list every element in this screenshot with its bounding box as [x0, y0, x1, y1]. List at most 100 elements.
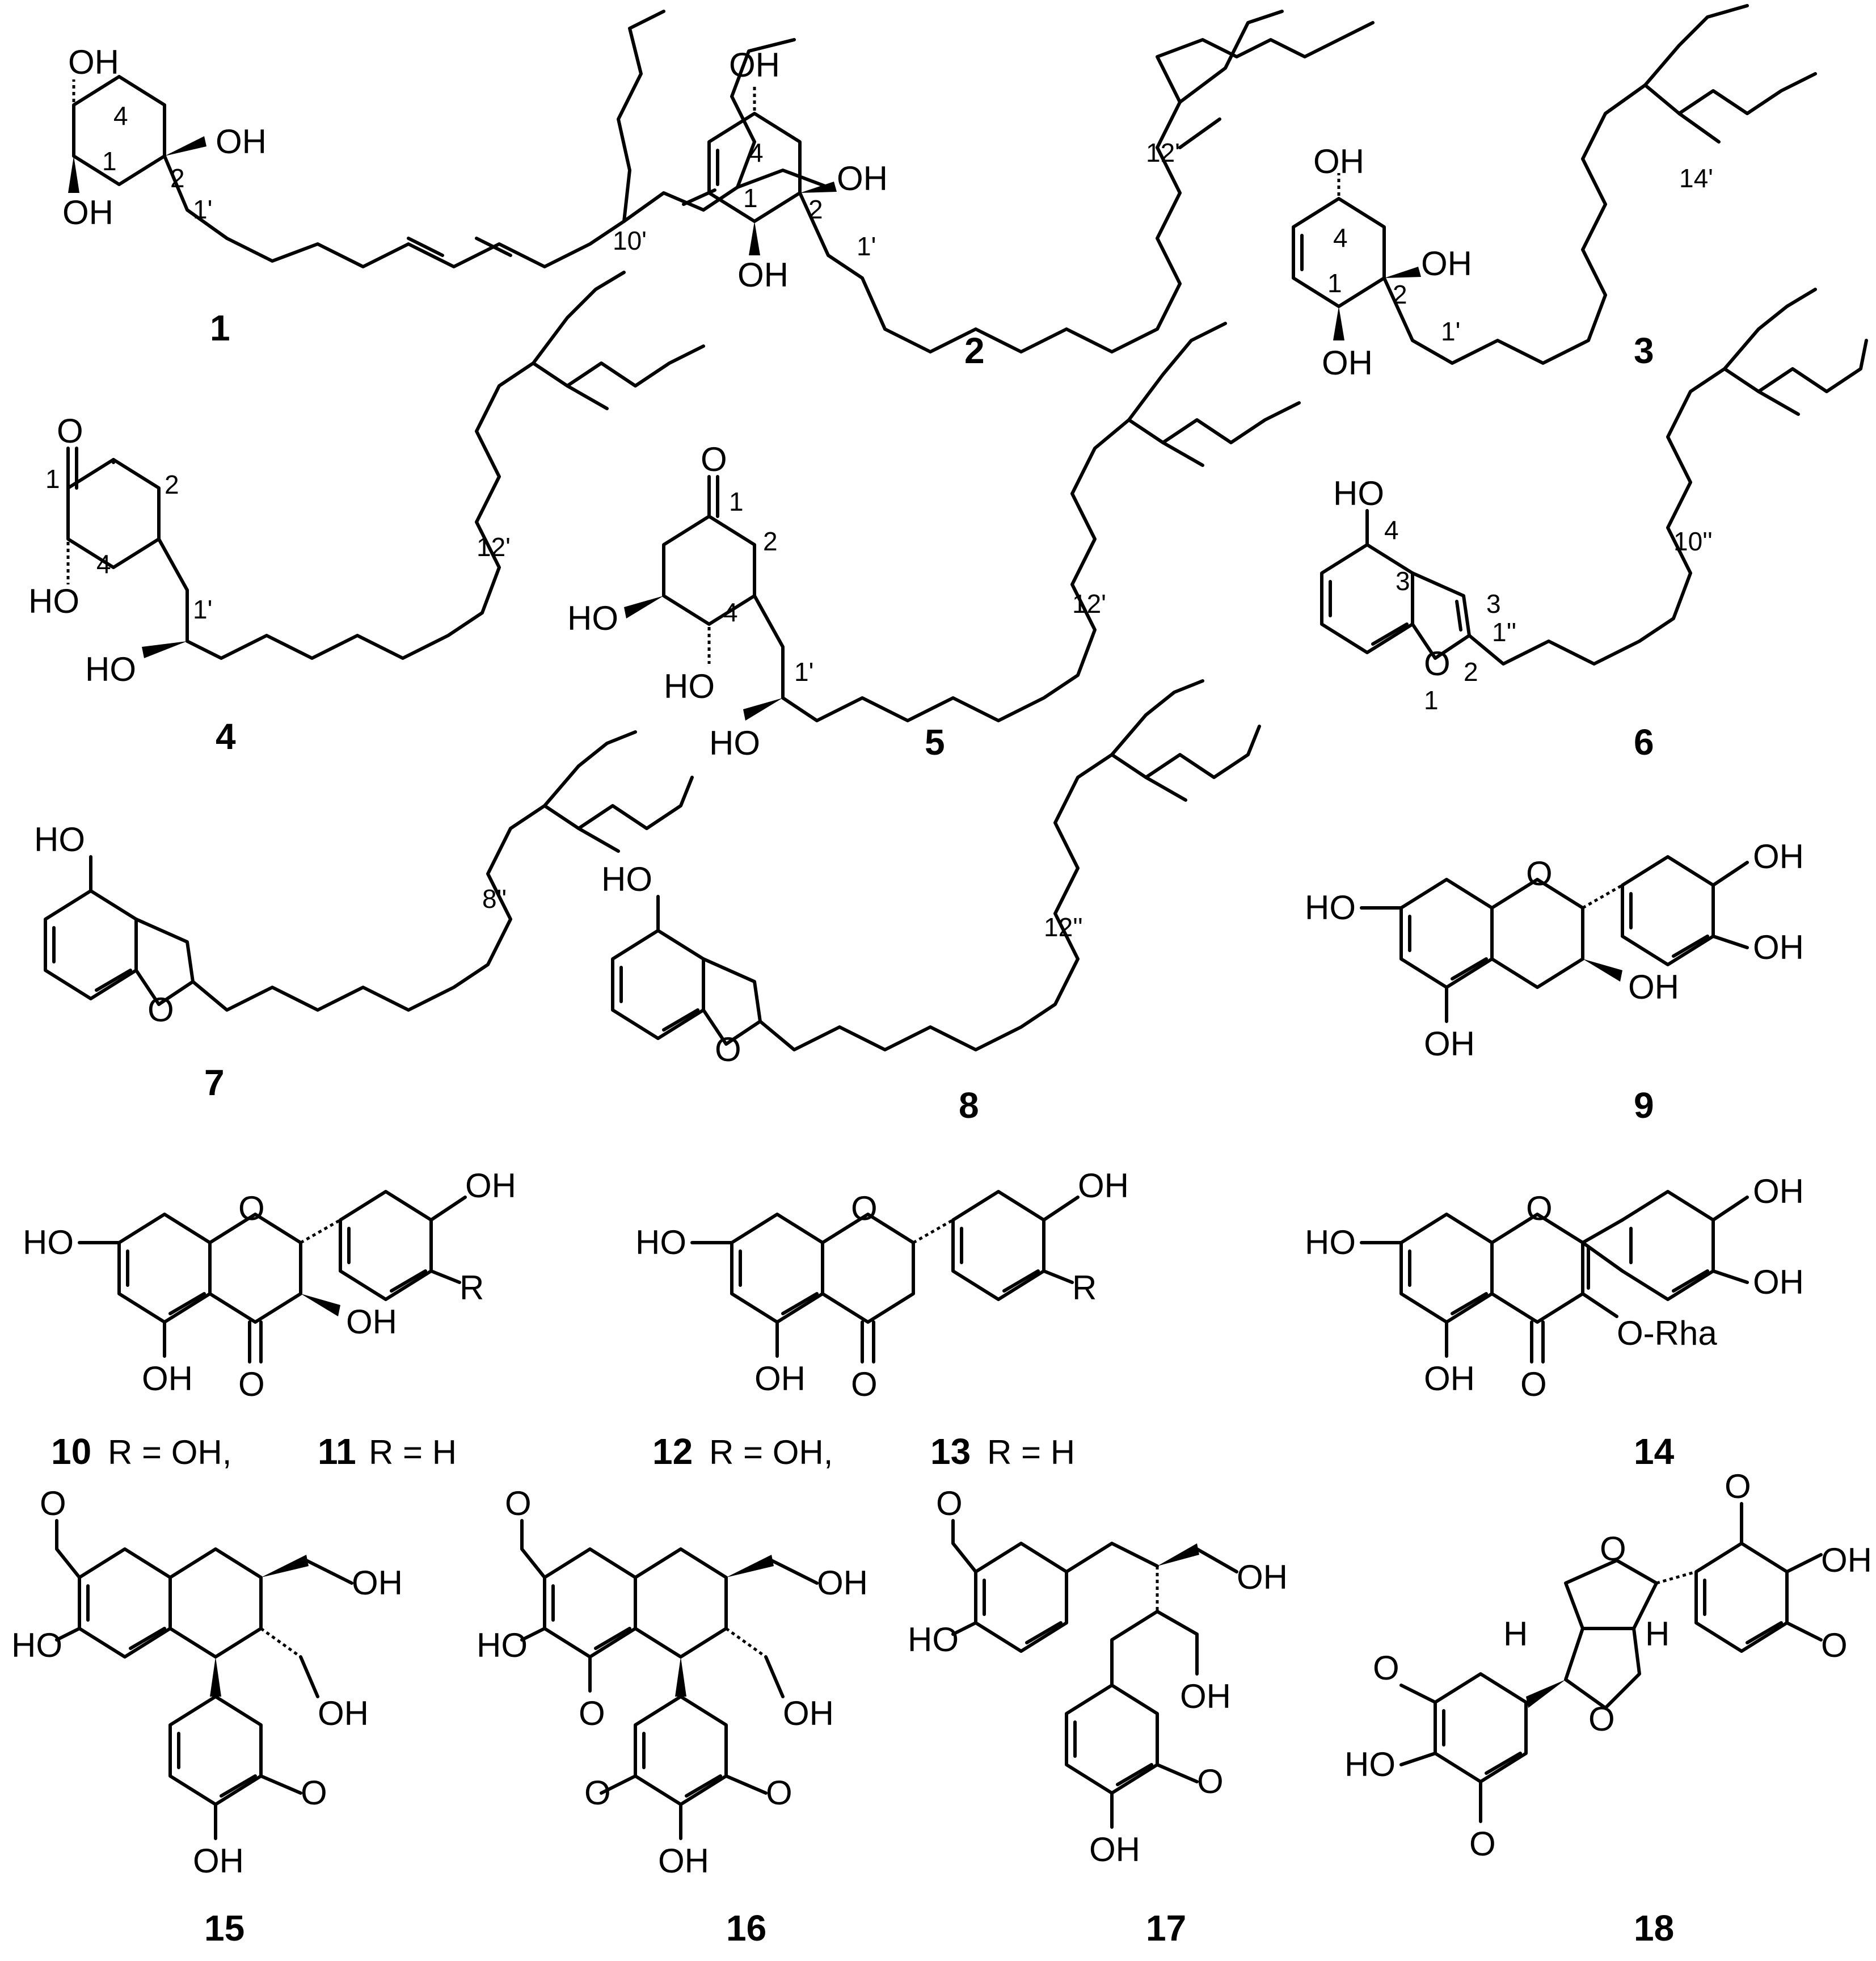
c17-methoxy-top: O: [936, 1484, 963, 1522]
compound-11-id: 11: [318, 1431, 356, 1472]
compound-11-caption: R = H: [369, 1433, 457, 1471]
c15-methoxy: O: [40, 1484, 66, 1522]
svg-text:2: 2: [1464, 657, 1478, 687]
c12-ho-left: HO: [635, 1223, 686, 1261]
c9-oh-c5: OH: [1424, 1025, 1475, 1063]
c2-oh-bottom: OH: [737, 256, 789, 294]
c3-oh-top: OH: [1313, 142, 1364, 180]
svg-text:2: 2: [1393, 280, 1407, 309]
c12-oh-aryl: OH: [1078, 1167, 1129, 1205]
c17-ho: HO: [908, 1621, 959, 1659]
compound-8: HO O 12'' 8: [601, 679, 1261, 1126]
compound-3: OH OH OH 1 2 4 1' 14' 3: [1292, 4, 1817, 382]
c2-oh-mid: OH: [837, 159, 888, 197]
c12-o-ring: O: [851, 1189, 878, 1227]
c1-oh-mid: OH: [216, 123, 267, 161]
compound-2-id: 2: [964, 330, 985, 371]
c7-o-furan: O: [147, 991, 174, 1029]
svg-text:10'': 10'': [1673, 527, 1713, 556]
svg-text:1': 1': [857, 232, 876, 261]
svg-text:1: 1: [45, 464, 60, 494]
c17-oh-b: OH: [1180, 1677, 1231, 1715]
c9-oh-aryl-bottom: OH: [1753, 928, 1804, 966]
svg-text:2: 2: [763, 527, 778, 556]
compound-10-caption: R = OH,: [108, 1433, 231, 1471]
c18-ho-left: HO: [1344, 1745, 1396, 1783]
c10-ho-left: HO: [23, 1223, 74, 1261]
svg-text:4: 4: [1333, 223, 1348, 253]
c14-oh-c5: OH: [1424, 1360, 1475, 1398]
c10-oh-c5: OH: [142, 1360, 193, 1398]
c5-ho-chain: HO: [709, 724, 760, 762]
svg-text:2: 2: [165, 470, 179, 499]
c12-oh-c5: OH: [754, 1360, 806, 1398]
c5-ho-ring-left: HO: [567, 599, 618, 637]
compound-17-id: 17: [1146, 1908, 1186, 1949]
compound-18-id: 18: [1634, 1908, 1674, 1949]
c12-o-ketone: O: [851, 1365, 878, 1403]
svg-text:14': 14': [1679, 163, 1713, 193]
compound-5-id: 5: [925, 722, 945, 763]
c14-o-ketone: O: [1520, 1365, 1547, 1403]
svg-text:4: 4: [723, 597, 738, 627]
c18-oh-right: OH: [1821, 1541, 1872, 1579]
c17-oh-aryl: OH: [1089, 1830, 1140, 1869]
svg-text:12': 12': [1146, 138, 1180, 167]
c9-oh-c3: OH: [1628, 968, 1679, 1006]
c16-oh-aryl: OH: [658, 1842, 709, 1880]
compound-18: O O H H O OH O O HO O 18: [1344, 1467, 1872, 1949]
svg-text:1': 1': [794, 657, 813, 687]
c6-o-furan: O: [1424, 645, 1451, 683]
compound-13-caption: R = H: [987, 1433, 1075, 1471]
compound-9: HO O OH OH OH OH 9: [1305, 838, 1804, 1126]
c10-r-group: R: [459, 1269, 484, 1307]
compound-13-id: 13: [930, 1431, 971, 1472]
svg-text:1: 1: [1327, 268, 1342, 298]
compound-6: HO O 1 2 3 4 3' 1'' 10'' 6: [1320, 288, 1868, 763]
svg-text:12': 12': [1072, 589, 1106, 618]
c6-ho: HO: [1333, 474, 1384, 512]
compound-10-id: 10: [51, 1431, 91, 1472]
c15-oh-ch2-a: OH: [352, 1564, 403, 1602]
svg-text:1': 1': [193, 595, 212, 624]
c14-ho-left: HO: [1305, 1223, 1356, 1261]
compound-12-caption: R = OH,: [709, 1433, 833, 1471]
compound-17: O HO OH OH O OH 17: [908, 1484, 1288, 1949]
c3-oh-mid: OH: [1421, 245, 1472, 283]
c14-o-rha: O-Rha: [1617, 1314, 1717, 1352]
svg-text:3: 3: [1486, 589, 1501, 618]
compound-4-id: 4: [216, 716, 236, 757]
c8-o-furan: O: [715, 1030, 741, 1068]
c15-oh-ch2-b: OH: [318, 1694, 369, 1732]
compound-7: HO O 8'' 7: [34, 730, 694, 1103]
c5-ho-ring-bottom: HO: [664, 667, 715, 705]
svg-text:4: 4: [96, 549, 111, 579]
c17-methoxy-aryl: O: [1197, 1762, 1224, 1800]
c3-oh-bottom: OH: [1322, 344, 1373, 382]
svg-text:1: 1: [1424, 685, 1439, 715]
c16-methoxy-aryl-right: O: [766, 1774, 792, 1812]
svg-text:12': 12': [477, 532, 511, 562]
compound-8-id: 8: [959, 1085, 979, 1126]
c4-o-ketone: O: [57, 412, 83, 450]
svg-text:2: 2: [170, 163, 185, 193]
compound-10-11: HO O OH O OH OH R 10 R = OH, 11 R = H: [23, 1167, 516, 1472]
c1-oh-bottom: OH: [62, 193, 113, 232]
c10-o-ketone: O: [238, 1365, 265, 1403]
c15-oh-aryl: OH: [193, 1842, 244, 1880]
compound-2: OH OH OH 1 2 4 1' 12' 2: [707, 10, 1375, 371]
c18-methoxy-top-right: O: [1725, 1467, 1751, 1505]
c4-ho-ring: HO: [28, 582, 79, 620]
c18-h-left: H: [1503, 1615, 1528, 1653]
c9-oh-aryl-top: OH: [1753, 838, 1804, 876]
compound-15-id: 15: [204, 1908, 244, 1949]
compound-14: HO O O OH O-Rha OH OH 14: [1305, 1172, 1804, 1472]
c8-ho: HO: [601, 860, 652, 898]
c15-ho-ring: HO: [11, 1626, 62, 1664]
compound-12-id: 12: [652, 1431, 693, 1472]
compound-7-id: 7: [204, 1062, 225, 1103]
compound-4: O HO HO 1 2 4 1' 12' 4: [28, 271, 705, 757]
svg-text:2: 2: [808, 195, 823, 224]
c17-oh-a: OH: [1237, 1558, 1288, 1596]
c9-ho-left: HO: [1305, 889, 1356, 927]
